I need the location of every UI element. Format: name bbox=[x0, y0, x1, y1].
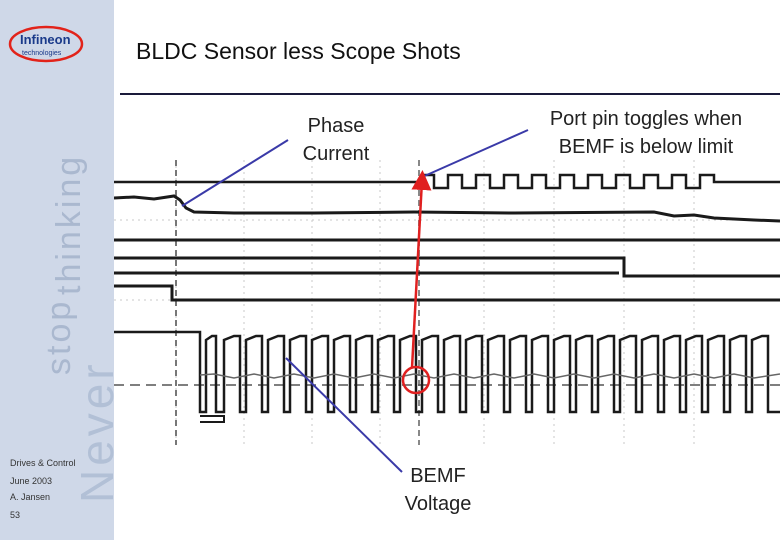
footer-department: Drives & Control bbox=[10, 458, 76, 468]
label-bemf-voltage-line2: Voltage bbox=[404, 493, 472, 515]
footer-date: June 2003 bbox=[10, 476, 53, 486]
label-port-pin-line2: BEMF is below limit bbox=[558, 136, 734, 158]
footer-author: A. Jansen bbox=[10, 492, 51, 502]
title-divider bbox=[120, 93, 780, 95]
sidebar: Infineon technologies Never stop thinkin… bbox=[0, 0, 123, 540]
footer-page-number: 53 bbox=[10, 510, 21, 520]
digital-trace-4 bbox=[114, 284, 780, 302]
label-bemf-voltage: BEMF Voltage bbox=[388, 462, 488, 518]
tagline-thinking: thinking bbox=[50, 153, 88, 295]
label-port-pin: Port pin toggles when BEMF is below limi… bbox=[516, 105, 776, 161]
digital-trace-2 bbox=[114, 256, 780, 278]
logo-text: Infineon bbox=[20, 32, 71, 47]
label-bemf-voltage-line1: BEMF bbox=[410, 465, 466, 487]
label-phase-current-line1: Phase bbox=[307, 115, 365, 137]
logo-subtext: technologies bbox=[22, 50, 62, 57]
label-phase-current: Phase Current bbox=[288, 112, 384, 168]
scope-screenshot bbox=[114, 160, 780, 445]
label-port-pin-line1: Port pin toggles when bbox=[549, 108, 743, 130]
port-pin-trace bbox=[114, 173, 780, 190]
slide-title: BLDC Sensor less Scope Shots bbox=[136, 38, 461, 64]
tagline-stop: stop bbox=[40, 298, 78, 375]
infineon-logo: Infineon technologies bbox=[8, 25, 84, 63]
label-phase-current-line2: Current bbox=[302, 143, 370, 165]
phase-current-trace bbox=[114, 194, 780, 223]
